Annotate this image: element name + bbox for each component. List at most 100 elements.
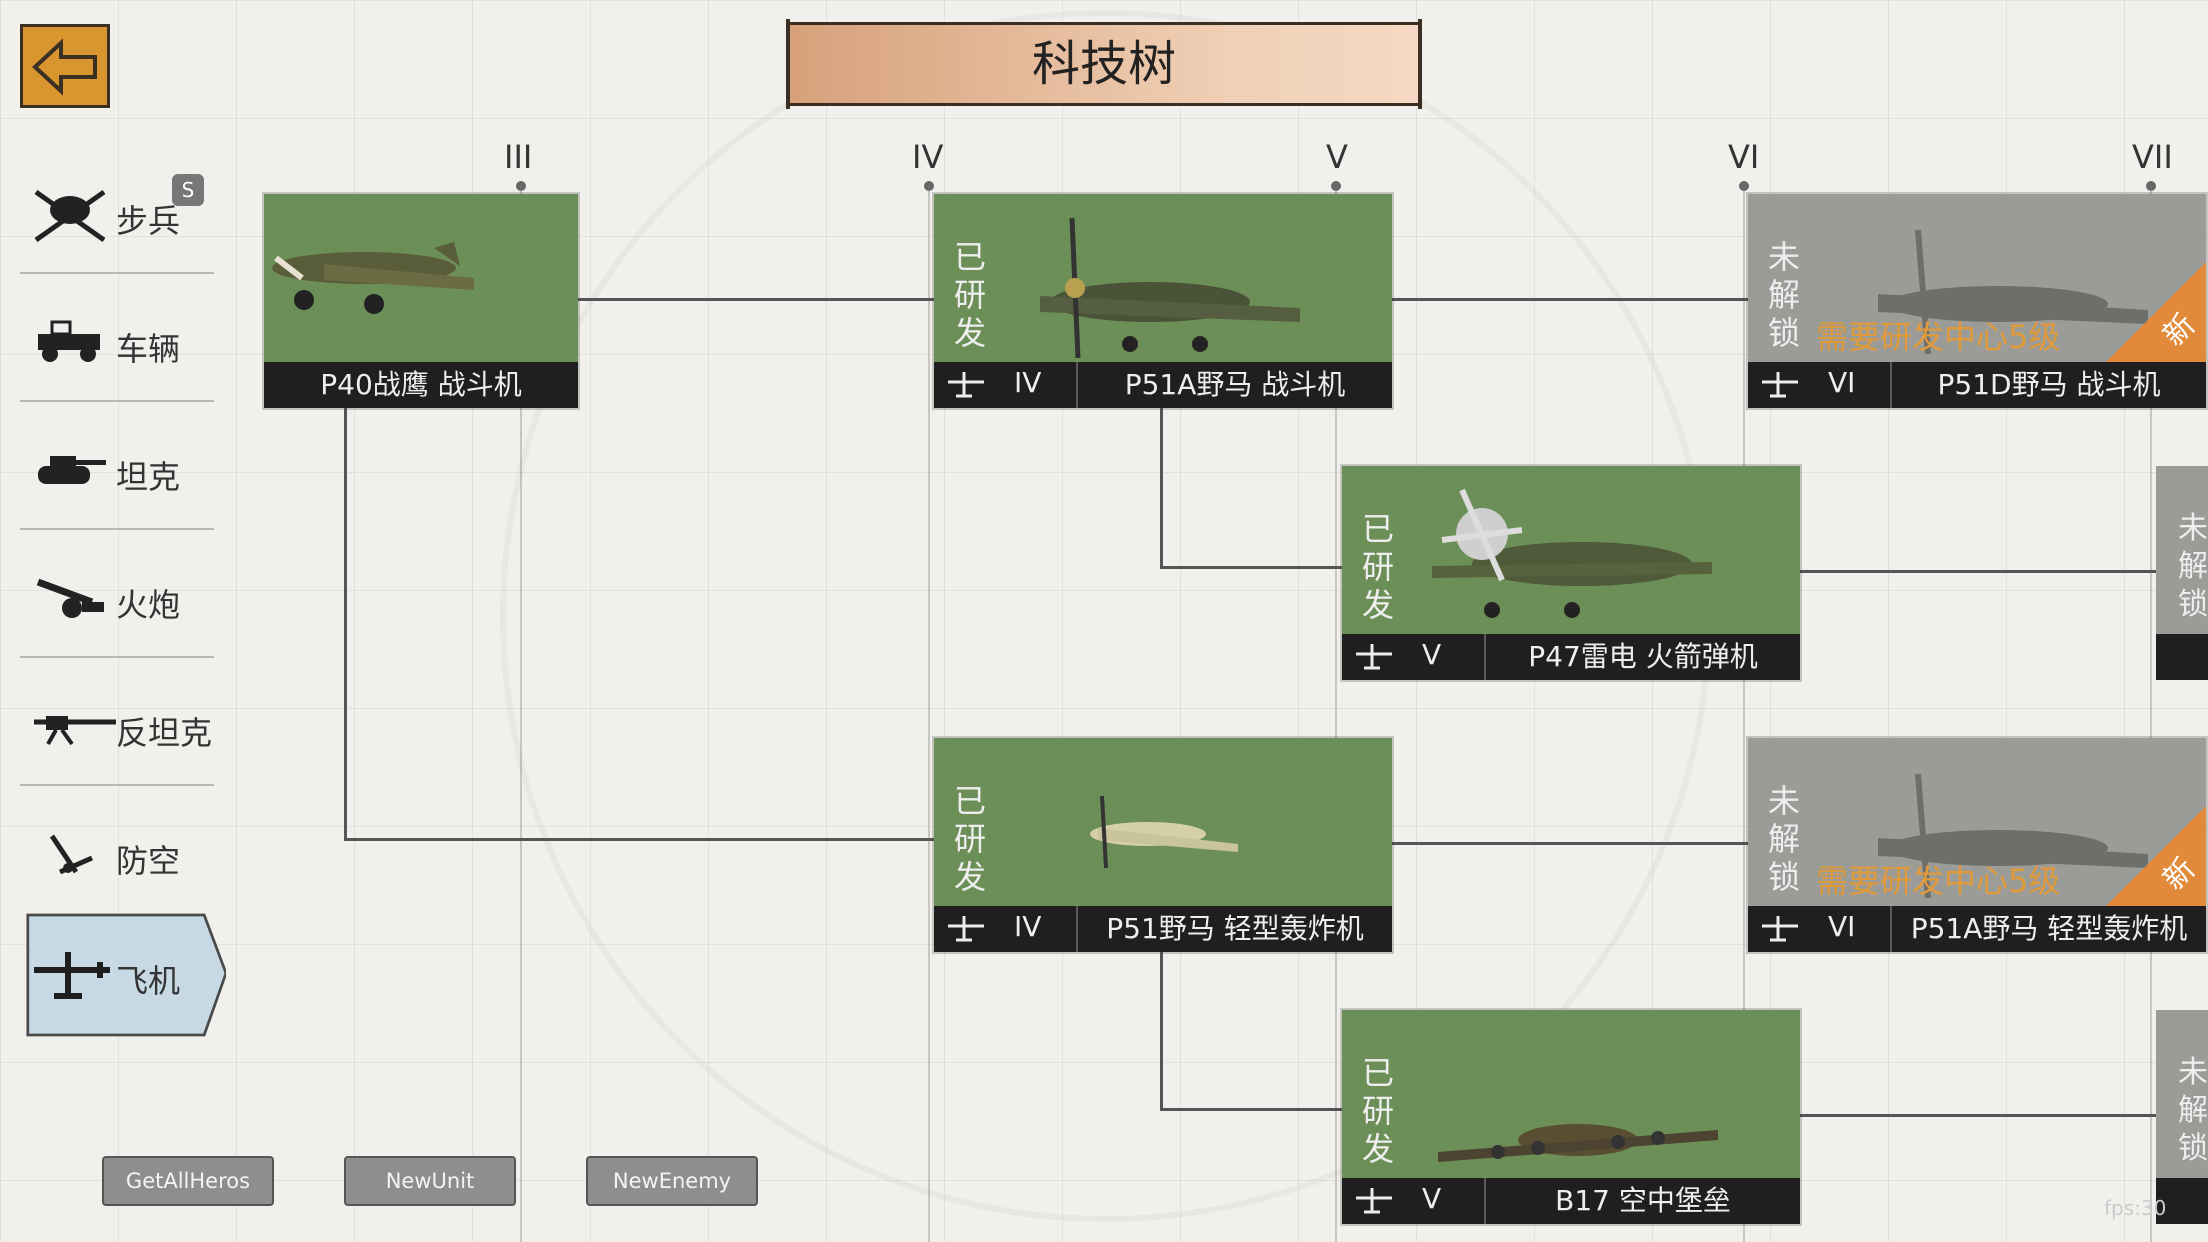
category-artillery[interactable]: 火炮 xyxy=(20,546,216,654)
unit-name: P51A野马 轻型轰炸机 xyxy=(1910,912,2188,945)
tank-icon xyxy=(38,456,106,484)
category-label: 坦克 xyxy=(116,458,181,496)
unit-card-b17[interactable]: 已研发 V B17 空中堡垒 xyxy=(1342,1010,1800,1224)
research-status: 已研发 xyxy=(1362,1054,1395,1168)
tree-connector xyxy=(1160,566,1344,569)
tier-gridline xyxy=(520,186,522,1242)
card-bar xyxy=(1342,1178,1800,1224)
notification-badge: S xyxy=(172,174,204,206)
category-label: 步兵 xyxy=(116,202,181,240)
plane-type-icon xyxy=(948,372,984,398)
tree-connector xyxy=(344,404,347,840)
tree-connector xyxy=(1390,842,1750,845)
tier-gridline xyxy=(1335,186,1337,1242)
unit-card-p51-bomber[interactable]: 已研发 IV P51野马 轻型轰炸机 xyxy=(934,738,1392,952)
research-status: 未解锁 xyxy=(2178,1055,2208,1166)
fighter-plane-silhouette xyxy=(1878,229,2148,355)
divider xyxy=(20,784,214,786)
heavy-bomber-image xyxy=(1438,1124,1718,1162)
light-bomber-image xyxy=(1090,795,1238,869)
unit-name: P51A野马 战斗机 xyxy=(1124,368,1346,401)
divider xyxy=(20,400,214,402)
unit-name: B17 空中堡垒 xyxy=(1555,1184,1731,1217)
tier-box: V xyxy=(1342,634,1486,680)
airplane-icon xyxy=(34,952,110,999)
unit-name: P51野马 轻型轰炸机 xyxy=(1106,912,1364,945)
category-label: 车辆 xyxy=(116,330,181,368)
tree-connector xyxy=(1160,404,1163,568)
unit-card-p51d-fighter[interactable]: 未解锁 需要研发中心5级 新 VI P51D野马 战斗机 xyxy=(1748,194,2206,408)
unit-tier: V xyxy=(1422,1182,1442,1215)
tier-label: VII xyxy=(2132,138,2173,176)
unit-tier: IV xyxy=(1014,910,1042,943)
get-all-heros-button[interactable]: GetAllHeros xyxy=(102,1156,274,1206)
unlock-requirement: 需要研发中心5级 xyxy=(1816,318,2061,356)
tier-marker xyxy=(924,181,934,191)
fighter-plane-image xyxy=(272,242,474,314)
fps-counter: fps:30 xyxy=(2104,1196,2167,1220)
unit-card-p51a-bomber[interactable]: 未解锁 需要研发中心5级 新 VI P51A野马 轻型轰炸机 xyxy=(1748,738,2206,952)
plane-type-icon xyxy=(1356,644,1392,670)
unit-name: P40战鹰 战斗机 xyxy=(320,368,522,401)
research-status: 已研发 xyxy=(954,782,987,896)
category-tank[interactable]: 坦克 xyxy=(20,418,216,526)
tier-label: IV xyxy=(912,138,944,176)
tier-box: V xyxy=(1342,1178,1486,1224)
plane-type-icon xyxy=(1762,916,1798,942)
tree-connector xyxy=(1798,1114,2158,1117)
unit-name: P47雷电 火箭弹机 xyxy=(1528,640,1758,673)
tier-marker xyxy=(516,181,526,191)
card-bar xyxy=(1748,362,2206,408)
tier-gridline xyxy=(2150,186,2152,1242)
category-airplane[interactable]: 飞机 xyxy=(20,906,226,1050)
infantry-icon xyxy=(34,189,106,243)
unit-card-p47[interactable]: 已研发 V P47雷电 火箭弹机 xyxy=(1342,466,1800,680)
active-tab-background xyxy=(26,913,226,1037)
unit-tier: VI xyxy=(1828,366,1856,399)
unit-card-edge[interactable]: 未解锁 xyxy=(2156,466,2208,680)
tier-label: III xyxy=(504,138,533,176)
new-unit-button[interactable]: NewUnit xyxy=(344,1156,516,1206)
antiair-icon xyxy=(49,834,94,875)
unit-tier: VI xyxy=(1828,910,1856,943)
back-button[interactable] xyxy=(20,24,110,108)
plane-type-icon xyxy=(1762,372,1798,398)
tier-marker xyxy=(2146,181,2156,191)
tier-label: VI xyxy=(1728,138,1760,176)
tier-box: IV xyxy=(934,362,1078,408)
category-antitank[interactable]: 反坦克 xyxy=(20,674,216,782)
tier-marker xyxy=(1739,181,1749,191)
research-status: 未解锁 xyxy=(1768,238,1801,352)
plane-type-icon xyxy=(948,916,984,942)
tier-gridline xyxy=(1743,186,1745,1242)
research-status: 未解锁 xyxy=(1768,782,1801,896)
tree-connector xyxy=(344,838,936,841)
new-enemy-button[interactable]: NewEnemy xyxy=(586,1156,758,1206)
tier-marker xyxy=(1331,181,1341,191)
divider xyxy=(20,656,214,658)
unlock-requirement: 需要研发中心5级 xyxy=(1816,862,2061,900)
category-label: 飞机 xyxy=(116,962,181,1000)
category-infantry[interactable]: 步兵 S xyxy=(20,162,216,270)
fighter-plane-image xyxy=(1040,217,1300,358)
category-vehicle[interactable]: 车辆 xyxy=(20,290,216,398)
card-bar xyxy=(2156,634,2208,680)
research-status: 已研发 xyxy=(1362,510,1395,624)
tier-label: V xyxy=(1326,138,1348,176)
antitank-icon xyxy=(34,716,116,746)
research-status: 已研发 xyxy=(954,238,987,352)
new-ribbon xyxy=(2106,262,2206,362)
category-antiair[interactable]: 防空 xyxy=(20,802,216,910)
card-bar xyxy=(1748,906,2206,952)
artillery-icon xyxy=(36,578,104,618)
unit-card-p51a-fighter[interactable]: 已研发 IV P51A野马 战斗机 xyxy=(934,194,1392,408)
unit-name: P51D野马 战斗机 xyxy=(1937,368,2161,401)
category-label: 火炮 xyxy=(116,586,181,624)
divider xyxy=(20,528,214,530)
tree-connector xyxy=(1390,298,1750,301)
tier-gridline xyxy=(928,186,930,1242)
unit-card-p40[interactable]: P40战鹰 战斗机 xyxy=(264,194,578,408)
card-bar xyxy=(934,906,1392,952)
unit-card-edge[interactable]: 未解锁 xyxy=(2156,1010,2208,1224)
divider xyxy=(20,272,214,274)
